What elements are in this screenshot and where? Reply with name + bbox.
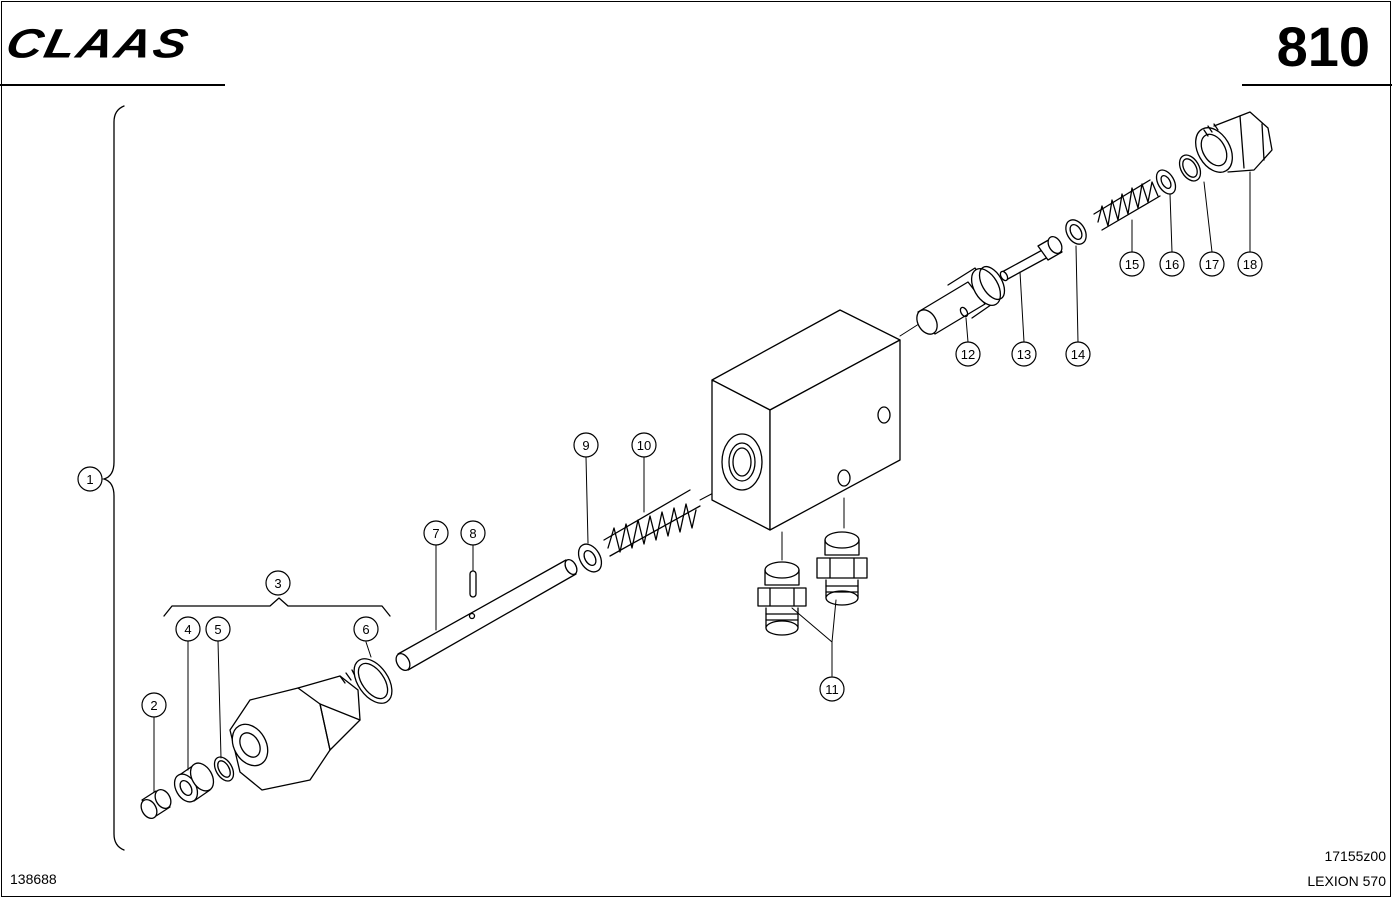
callout-circle bbox=[1065, 341, 1091, 367]
callout-circle bbox=[1119, 251, 1145, 277]
page-number: 810 bbox=[1276, 15, 1370, 78]
header-rule-left bbox=[0, 84, 225, 86]
callout-3: 3 bbox=[265, 570, 291, 596]
callout-7: 7 bbox=[423, 520, 449, 546]
callout-9: 9 bbox=[573, 432, 599, 458]
callout-label: 15 bbox=[1125, 257, 1139, 272]
callout-5: 5 bbox=[205, 616, 231, 642]
valve-block-icon bbox=[711, 309, 901, 531]
callout-1: 1 bbox=[77, 466, 103, 492]
callout-16: 16 bbox=[1159, 251, 1185, 277]
callout-8: 8 bbox=[460, 520, 486, 546]
callout-circle bbox=[423, 520, 449, 546]
footer-drawing-code: 17155z00 bbox=[1324, 848, 1386, 864]
spring-icon bbox=[603, 489, 701, 557]
bracket-1 bbox=[103, 105, 125, 851]
washer-small-icon bbox=[1155, 169, 1177, 195]
bushing-icon bbox=[173, 762, 215, 803]
callout-10: 10 bbox=[631, 432, 657, 458]
poppet-icon bbox=[999, 235, 1063, 282]
callout-13: 13 bbox=[1011, 341, 1037, 367]
callout-circle bbox=[955, 341, 981, 367]
o-ring-large-icon bbox=[353, 658, 393, 704]
callout-circle bbox=[1159, 251, 1185, 277]
callout-circle bbox=[77, 466, 103, 492]
callout-15: 15 bbox=[1119, 251, 1145, 277]
footer-model: LEXION 570 bbox=[1307, 873, 1386, 889]
pin-icon bbox=[469, 570, 477, 598]
shaft-icon bbox=[395, 558, 578, 672]
callout-circle bbox=[1237, 251, 1263, 277]
callout-label: 11 bbox=[825, 682, 839, 697]
callout-label: 13 bbox=[1017, 347, 1031, 362]
bracket-3 bbox=[163, 597, 391, 617]
callout-circle bbox=[205, 616, 231, 642]
leader-lines bbox=[102, 171, 1251, 793]
callout-circle bbox=[175, 616, 201, 642]
cartridge-icon bbox=[916, 265, 1006, 335]
callout-circle bbox=[353, 616, 379, 642]
callout-circle bbox=[573, 432, 599, 458]
footer-left-code: 138688 bbox=[10, 871, 57, 887]
callout-12: 12 bbox=[955, 341, 981, 367]
callout-4: 4 bbox=[175, 616, 201, 642]
spring-small-icon bbox=[1093, 179, 1161, 231]
o-ring-small-icon bbox=[213, 756, 235, 782]
callout-label: 10 bbox=[637, 438, 651, 453]
callout-circle bbox=[819, 676, 845, 702]
washer-icon bbox=[577, 543, 603, 573]
callout-label: 4 bbox=[184, 622, 191, 637]
callout-circle bbox=[1199, 251, 1225, 277]
callout-label: 14 bbox=[1071, 347, 1085, 362]
ring-icon bbox=[1065, 219, 1087, 245]
callout-label: 2 bbox=[150, 698, 157, 713]
callout-label: 8 bbox=[469, 526, 476, 541]
callout-2: 2 bbox=[141, 692, 167, 718]
fitting-left-icon bbox=[757, 561, 807, 636]
callout-label: 6 bbox=[362, 622, 369, 637]
seal-ring-icon bbox=[1178, 154, 1202, 182]
callout-circle bbox=[265, 570, 291, 596]
callout-11: 11 bbox=[819, 676, 845, 702]
callout-label: 17 bbox=[1205, 257, 1219, 272]
callout-label: 12 bbox=[961, 347, 975, 362]
union-nut-icon bbox=[229, 669, 361, 791]
callout-17: 17 bbox=[1199, 251, 1225, 277]
callout-circle bbox=[141, 692, 167, 718]
plug-icon bbox=[140, 789, 172, 819]
callout-label: 3 bbox=[274, 576, 281, 591]
callout-label: 16 bbox=[1165, 257, 1179, 272]
callout-14: 14 bbox=[1065, 341, 1091, 367]
callout-circle bbox=[460, 520, 486, 546]
callout-6: 6 bbox=[353, 616, 379, 642]
fitting-right-icon bbox=[816, 531, 868, 606]
callout-18: 18 bbox=[1237, 251, 1263, 277]
callout-circle bbox=[1011, 341, 1037, 367]
callout-label: 18 bbox=[1243, 257, 1257, 272]
callout-label: 9 bbox=[582, 438, 589, 453]
callout-label: 1 bbox=[86, 472, 93, 487]
hex-plug-icon bbox=[1195, 111, 1273, 173]
callout-label: 5 bbox=[214, 622, 221, 637]
header-rule-right bbox=[1242, 84, 1392, 86]
callout-circle bbox=[631, 432, 657, 458]
callout-label: 7 bbox=[432, 526, 439, 541]
